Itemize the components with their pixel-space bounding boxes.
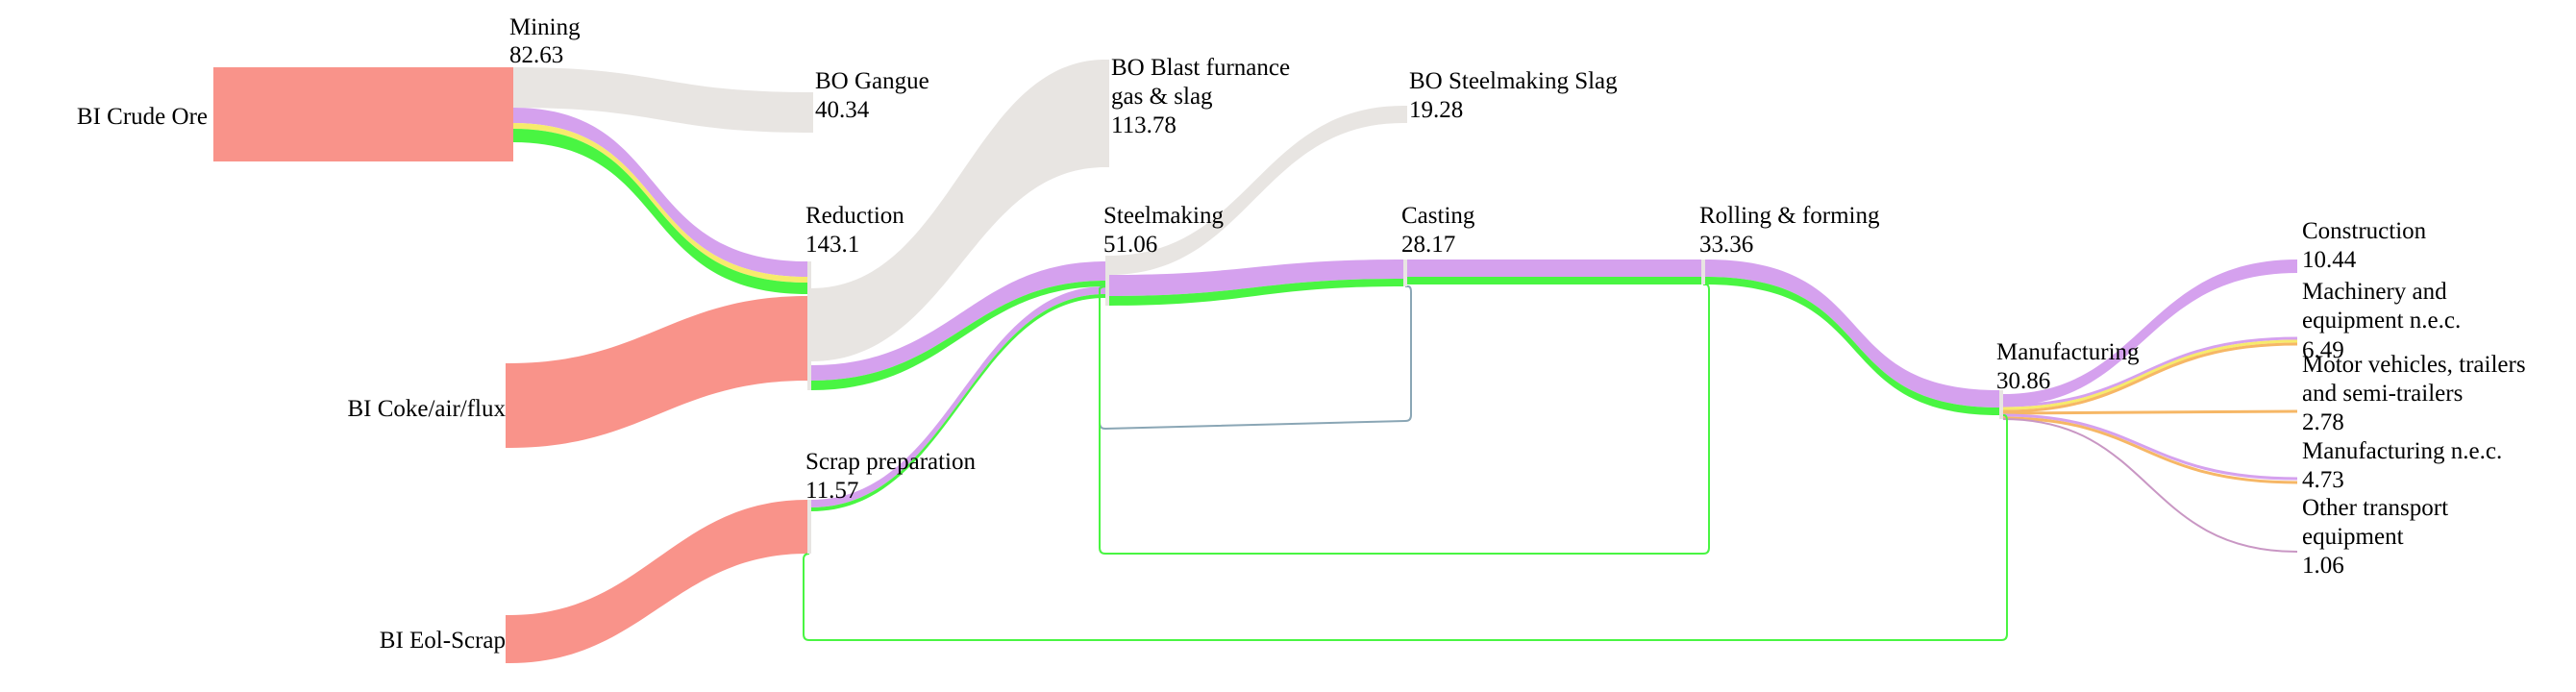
link-machinery-orange-strand: [2002, 342, 2298, 413]
value-motor: 2.78: [2302, 409, 2344, 435]
value-bo-blast: 113.78: [1111, 112, 1177, 138]
link-machinery-yellow-strand: [2002, 339, 2298, 410]
link-manufacturing-to-construction: [2003, 260, 2297, 406]
link-reduction-to-blast-furnace-gas: [811, 60, 1105, 361]
node-bi-eol-scrap[interactable]: [506, 615, 509, 663]
node-bi-crude-ore[interactable]: [213, 67, 509, 161]
link-rolling-to-manufacturing-purple: [1705, 260, 1999, 408]
label-mining: Mining: [509, 14, 581, 40]
node-steelmaking[interactable]: [1105, 256, 1109, 306]
label-construction: Construction: [2302, 218, 2427, 244]
link-mfg-nec-purple-strand: [2002, 413, 2298, 481]
value-bo-gangue: 40.34: [815, 97, 870, 123]
link-reduction-to-steelmaking-purple: [811, 261, 1105, 381]
link-machinery-purple-strand: [2002, 336, 2298, 408]
label-bi-eol-scrap: BI Eol-Scrap: [380, 628, 506, 654]
label-bo-steelmaking-slag: BO Steelmaking Slag: [1409, 68, 1618, 94]
link-rolling-to-manufacturing-green: [1705, 277, 1999, 415]
label-motor-line1: Motor vehicles, trailers: [2302, 352, 2526, 378]
label-steelmaking: Steelmaking: [1103, 203, 1224, 229]
link-eol-scrap-to-scrap-prep: [509, 500, 807, 663]
node-bi-coke[interactable]: [506, 363, 509, 448]
link-manufacturing-to-motor-vehicles: [2002, 409, 2298, 415]
link-mfg-nec-orange-strand: [2002, 416, 2298, 484]
node-bo-blast-furnace[interactable]: [1105, 60, 1109, 167]
node-bo-steelmaking-slag[interactable]: [1403, 106, 1407, 123]
value-machinery: 6.49: [2302, 337, 2344, 363]
label-bo-gangue: BO Gangue: [815, 68, 929, 94]
link-steelmaking-to-casting-purple: [1109, 260, 1403, 296]
link-reduction-to-steelmaking-green: [811, 281, 1105, 390]
link-rolling-to-steelmaking-loop: [1099, 284, 1710, 555]
label-casting: Casting: [1401, 203, 1475, 229]
value-reduction: 143.1: [805, 232, 859, 258]
label-bi-coke: BI Coke/air/flux: [347, 396, 506, 422]
label-bi-crude-ore: BI Crude Ore: [77, 104, 208, 130]
node-scrap-prep[interactable]: [807, 500, 811, 554]
label-other-transport-line1: Other transport: [2302, 495, 2448, 521]
node-mining[interactable]: [509, 67, 513, 161]
link-manufacturing-to-machinery: [2002, 336, 2298, 413]
node-reduction[interactable]: [807, 261, 811, 390]
link-casting-to-rolling-green: [1407, 277, 1701, 284]
node-rolling[interactable]: [1701, 260, 1705, 284]
link-casting-to-steelmaking-loop: [1099, 285, 1412, 431]
value-scrap-prep: 11.57: [805, 478, 858, 504]
value-other-transport: 1.06: [2302, 553, 2344, 579]
label-machinery-line2: equipment n.e.c.: [2302, 308, 2461, 334]
link-manufacturing-to-mfg-nec: [2002, 413, 2298, 484]
label-machinery-line1: Machinery and: [2302, 279, 2447, 305]
label-motor-line2: and semi-trailers: [2302, 381, 2463, 407]
link-mining-to-reduction-purple: [513, 108, 807, 277]
links: [213, 60, 2298, 663]
value-casting: 28.17: [1401, 232, 1455, 258]
label-bo-blast-line1: BO Blast furnance: [1111, 55, 1290, 81]
label-manufacturing: Manufacturing: [1996, 339, 2140, 365]
link-scrap-prep-to-steelmaking-purple: [811, 286, 1105, 507]
label-rolling: Rolling & forming: [1699, 203, 1880, 229]
label-mfg-nec: Manufacturing n.e.c.: [2302, 438, 2502, 464]
node-casting[interactable]: [1403, 260, 1407, 286]
value-mining: 82.63: [509, 42, 563, 68]
value-bo-steelmaking-slag: 19.28: [1409, 97, 1463, 123]
link-mining-to-gangue: [513, 67, 809, 133]
label-scrap-prep: Scrap preparation: [805, 449, 977, 475]
value-construction: 10.44: [2302, 247, 2357, 273]
label-other-transport-line2: equipment: [2302, 524, 2404, 550]
label-reduction: Reduction: [805, 203, 904, 229]
value-rolling: 33.36: [1699, 232, 1753, 258]
value-steelmaking: 51.06: [1103, 232, 1157, 258]
link-coke-to-reduction: [509, 296, 807, 448]
node-bo-gangue[interactable]: [809, 92, 813, 133]
link-steelmaking-to-slag: [1109, 106, 1403, 275]
link-steelmaking-to-casting-green: [1109, 279, 1403, 306]
label-bo-blast-line2: gas & slag: [1111, 84, 1213, 110]
labels: BI Crude Ore BI Coke/air/flux BI Eol-Scr…: [77, 14, 2526, 654]
value-mfg-nec: 4.73: [2302, 467, 2344, 493]
nodes: [213, 60, 2003, 663]
node-manufacturing[interactable]: [1999, 390, 2003, 419]
link-manufacturing-to-scrap-loop: [803, 414, 2008, 641]
link-manufacturing-to-other-transport: [2002, 418, 2298, 553]
link-casting-to-rolling-purple: [1407, 260, 1701, 277]
value-manufacturing: 30.86: [1996, 368, 2050, 394]
